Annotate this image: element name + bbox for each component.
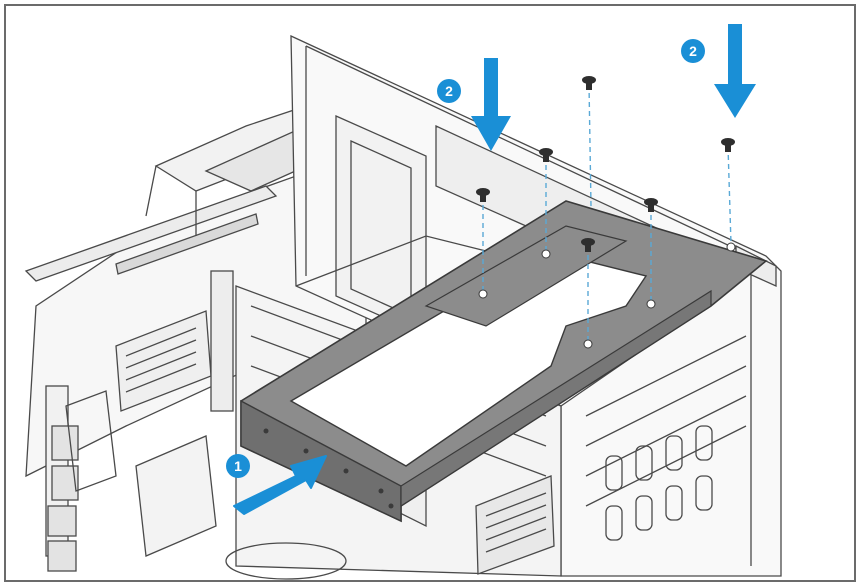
screw-down-arrow (471, 58, 511, 151)
step-badge: 2 (437, 79, 461, 103)
drive-bracket (240, 200, 768, 523)
step-number: 1 (234, 458, 242, 474)
step-number: 2 (689, 43, 697, 59)
chassis-left-panel (24, 95, 378, 572)
step-number: 2 (445, 83, 453, 99)
screws (476, 76, 736, 349)
step-badge: 2 (681, 39, 705, 63)
screw-guide-lines (482, 83, 732, 341)
insert-bracket-arrow (233, 455, 327, 515)
screw-holes (478, 242, 736, 349)
screw-down-arrow (714, 24, 756, 118)
step-badge: 1 (226, 454, 250, 478)
screw-icon (476, 76, 735, 252)
figure-frame: 1 2 2 (4, 4, 856, 582)
chassis-illustration: 1 2 2 (24, 24, 782, 580)
